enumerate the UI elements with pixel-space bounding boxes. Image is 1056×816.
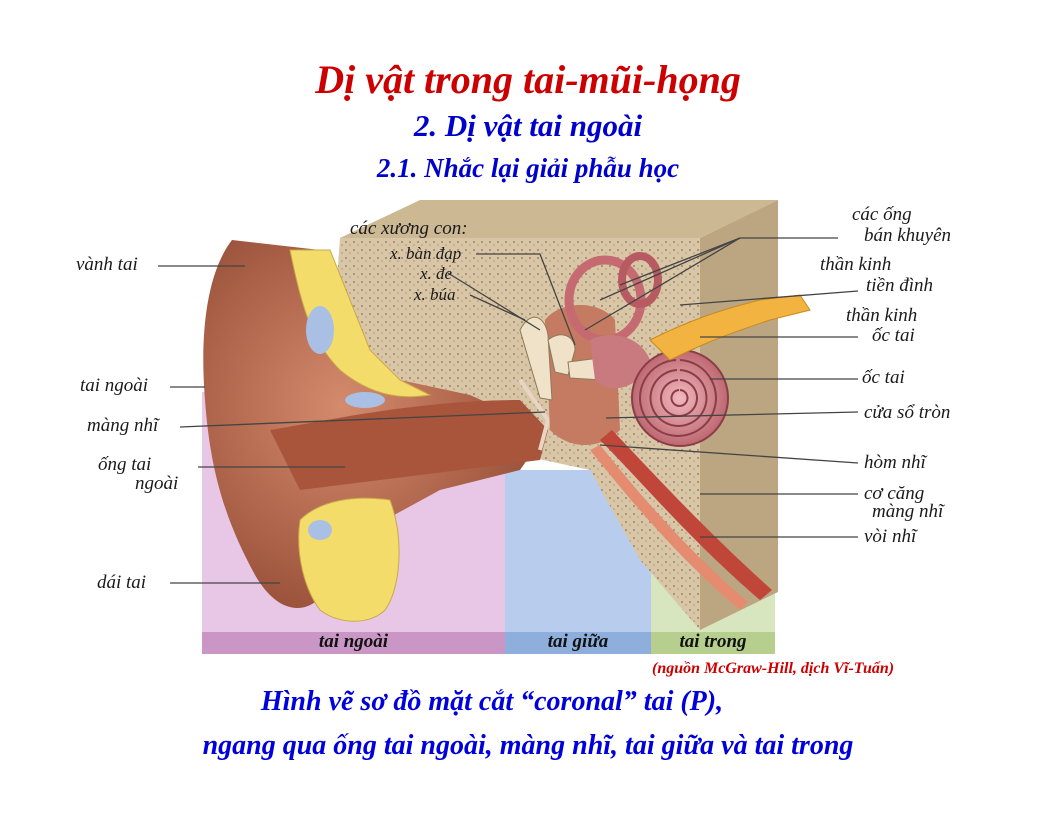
- caption-line-1: Hình vẽ sơ đồ mặt cắt “coronal” tai (P),: [260, 686, 724, 717]
- band-label-tai-trong: tai trong: [679, 631, 747, 652]
- cochlea: [631, 349, 729, 447]
- tympanic-membrane: [518, 378, 551, 451]
- band-inner: [651, 632, 775, 654]
- label-oc-tai: ốc tai: [862, 367, 905, 388]
- eustachian-tube: [600, 430, 772, 600]
- label-cac-ong: các ống: [852, 204, 912, 225]
- band-middle: [505, 632, 651, 654]
- label-mang-nhi: màng nhĩ: [87, 415, 159, 436]
- cartilage-blue-2: [345, 392, 385, 408]
- label-ong-tai: ống tai: [98, 454, 152, 475]
- label-co-cang: cơ căng: [864, 483, 925, 504]
- band-outer: [202, 632, 505, 654]
- label-vanh-tai: vành tai: [76, 254, 138, 275]
- label-co-cang-mang-nhi: màng nhĩ: [872, 501, 944, 522]
- semicircular-canal-2: [618, 252, 662, 308]
- band-label-tai-ngoai: tai ngoài: [318, 631, 389, 652]
- cartilage-blue-1: [306, 306, 334, 354]
- cartilage-upper: [289, 249, 432, 398]
- label-x-bua: x. búa: [414, 285, 456, 304]
- label-voi-nhi: vòi nhĩ: [864, 526, 917, 547]
- page-title: Dị vật trong tai-mũi-họng: [315, 57, 741, 102]
- label-x-de: x. đe: [420, 264, 453, 283]
- label-than-kinh-tien-dinh-2: tiền đình: [866, 275, 934, 296]
- label-x-ban-dap: x. bàn đạp: [390, 244, 462, 263]
- label-than-kinh-oc-tai-1: thần kinh: [846, 305, 918, 326]
- label-cua-so-tron: cửa sổ tròn: [864, 402, 951, 423]
- source-credit: (nguồn McGraw-Hill, dịch Vĩ-Tuấn): [652, 660, 895, 677]
- caption-line-2: ngang qua ống tai ngoài, màng nhĩ, tai g…: [202, 730, 854, 761]
- temporal-bone-top: [340, 200, 778, 238]
- band-label-tai-giua: tai giữa: [547, 631, 609, 652]
- malleus: [519, 317, 553, 401]
- vestibulocochlear-nerve: [649, 294, 811, 361]
- vestibule: [590, 335, 650, 389]
- label-cac-xuong-con: các xương con:: [350, 218, 468, 239]
- tensor-tympani: [590, 445, 748, 610]
- label-than-kinh-tien-dinh-1: thần kinh: [820, 254, 892, 275]
- label-hom-nhi: hòm nhĩ: [864, 452, 926, 473]
- leader-lines: [158, 237, 859, 584]
- label-ong-tai-ngoai: ngoài: [135, 473, 179, 494]
- label-tai-ngoai: tai ngoài: [80, 375, 149, 396]
- label-ban-khuyen: bán khuyên: [864, 225, 952, 246]
- label-dai-tai: dái tai: [97, 572, 147, 593]
- page-subtitle: 2. Dị vật tai ngoài: [413, 108, 643, 143]
- section-heading: 2.1. Nhắc lại giải phẫu học: [376, 153, 680, 183]
- cartilage-blue-3: [308, 520, 332, 540]
- label-than-kinh-oc-tai-2: ốc tai: [872, 325, 915, 346]
